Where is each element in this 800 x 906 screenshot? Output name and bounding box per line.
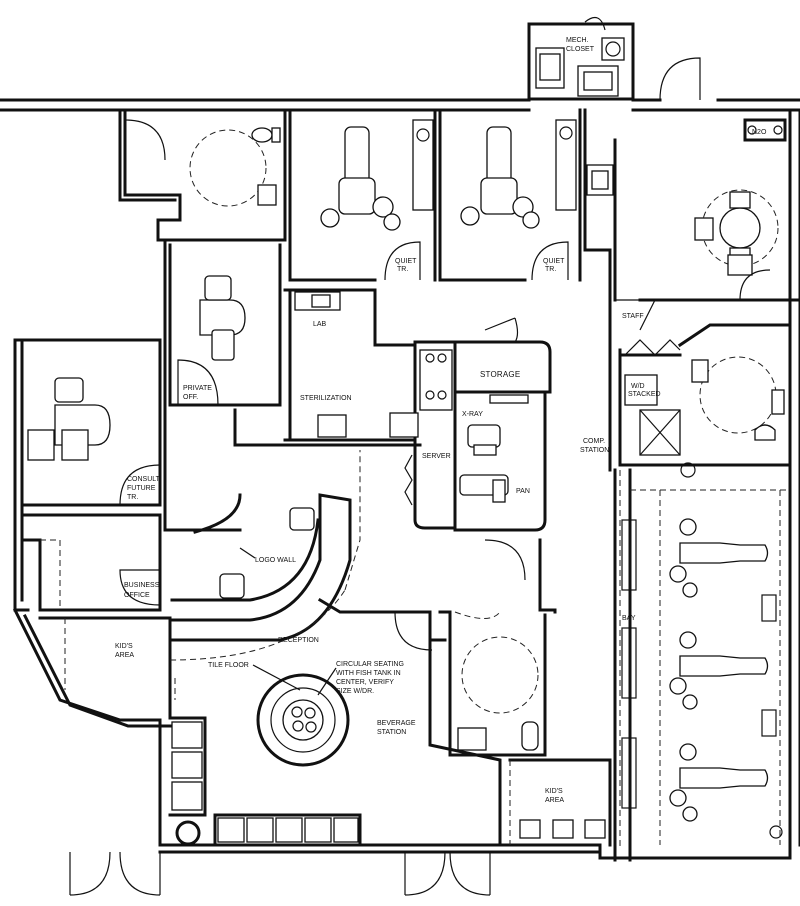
label-mech-closet-1: MECH. bbox=[566, 37, 589, 44]
label-storage: STORAGE bbox=[480, 370, 520, 379]
label-stacked-2: STACKED bbox=[628, 391, 661, 398]
label-business-1: BUSINESS bbox=[124, 582, 160, 589]
top-left-restroom bbox=[118, 108, 287, 242]
label-consult-1: CONSULT bbox=[127, 476, 161, 483]
label-circ-4: SIZE W/DR. bbox=[336, 688, 374, 695]
room-labels: MECH. CLOSET N2O QUIET TR. QUIET TR. LAB… bbox=[115, 37, 767, 804]
label-sterilization: STERILIZATION bbox=[300, 395, 352, 402]
label-kids-area-2b: AREA bbox=[545, 797, 564, 804]
label-xray: X-RAY bbox=[462, 411, 483, 418]
storage-xray bbox=[404, 317, 552, 532]
label-comp-station-2: STATION bbox=[580, 447, 609, 454]
label-private-off-1: PRIVATE bbox=[183, 385, 212, 392]
label-bay: BAY bbox=[622, 615, 636, 622]
label-staff: STAFF bbox=[622, 313, 644, 320]
label-reception: RECEPTION bbox=[278, 637, 319, 644]
staff-restroom bbox=[618, 323, 792, 478]
label-quiet-tr-2a: QUIET bbox=[543, 258, 565, 265]
right-upper-rooms bbox=[583, 108, 800, 472]
label-tile-floor: TILE FLOOR bbox=[208, 662, 249, 669]
kids-area-right bbox=[509, 760, 606, 845]
label-stacked-1: W/D bbox=[631, 383, 645, 390]
label-pan: PAN bbox=[516, 488, 530, 495]
label-quiet-tr-1a: QUIET bbox=[395, 258, 417, 265]
label-business-2: OFFICE bbox=[124, 592, 150, 599]
open-bay bbox=[613, 468, 790, 862]
reception-desk bbox=[168, 450, 361, 661]
label-lab: LAB bbox=[313, 321, 327, 328]
label-comp-station-1: COMP. bbox=[583, 438, 605, 445]
operatory-top-right bbox=[438, 108, 582, 282]
private-office bbox=[163, 238, 282, 532]
label-kids-area-1b: AREA bbox=[115, 652, 134, 659]
label-beverage-1: BEVERAGE bbox=[377, 720, 416, 727]
mech-closet bbox=[527, 16, 635, 101]
circular-seating bbox=[174, 673, 350, 767]
business-office bbox=[20, 513, 162, 612]
label-mech-closet-2: CLOSET bbox=[566, 46, 595, 53]
kids-area-left bbox=[38, 616, 172, 717]
label-private-off-2: OFF. bbox=[183, 394, 198, 401]
label-consult-2: FUTURE bbox=[127, 485, 156, 492]
central-corridor bbox=[317, 538, 612, 847]
label-kids-area-2a: KID'S bbox=[545, 788, 563, 795]
label-quiet-tr-1b: TR. bbox=[397, 266, 408, 273]
label-server: SERVER bbox=[422, 453, 451, 460]
label-beverage-2: STATION bbox=[377, 729, 406, 736]
operatory-top-left bbox=[288, 108, 437, 282]
label-circ-3: CENTER, VERIFY bbox=[336, 679, 394, 686]
leader-lines bbox=[239, 547, 337, 696]
label-n2o: N2O bbox=[752, 129, 767, 136]
consult-room bbox=[20, 338, 162, 507]
label-consult-3: TR. bbox=[127, 494, 138, 501]
label-circ-2: WITH FISH TANK IN bbox=[336, 670, 401, 677]
label-logo-wall: LOGO WALL bbox=[255, 557, 296, 564]
label-kids-area-1a: KID'S bbox=[115, 643, 133, 650]
lab-sterilization bbox=[233, 288, 453, 447]
waiting-chairs bbox=[168, 716, 362, 847]
label-circ-1: CIRCULAR SEATING bbox=[336, 661, 404, 668]
label-quiet-tr-2b: TR. bbox=[545, 266, 556, 273]
